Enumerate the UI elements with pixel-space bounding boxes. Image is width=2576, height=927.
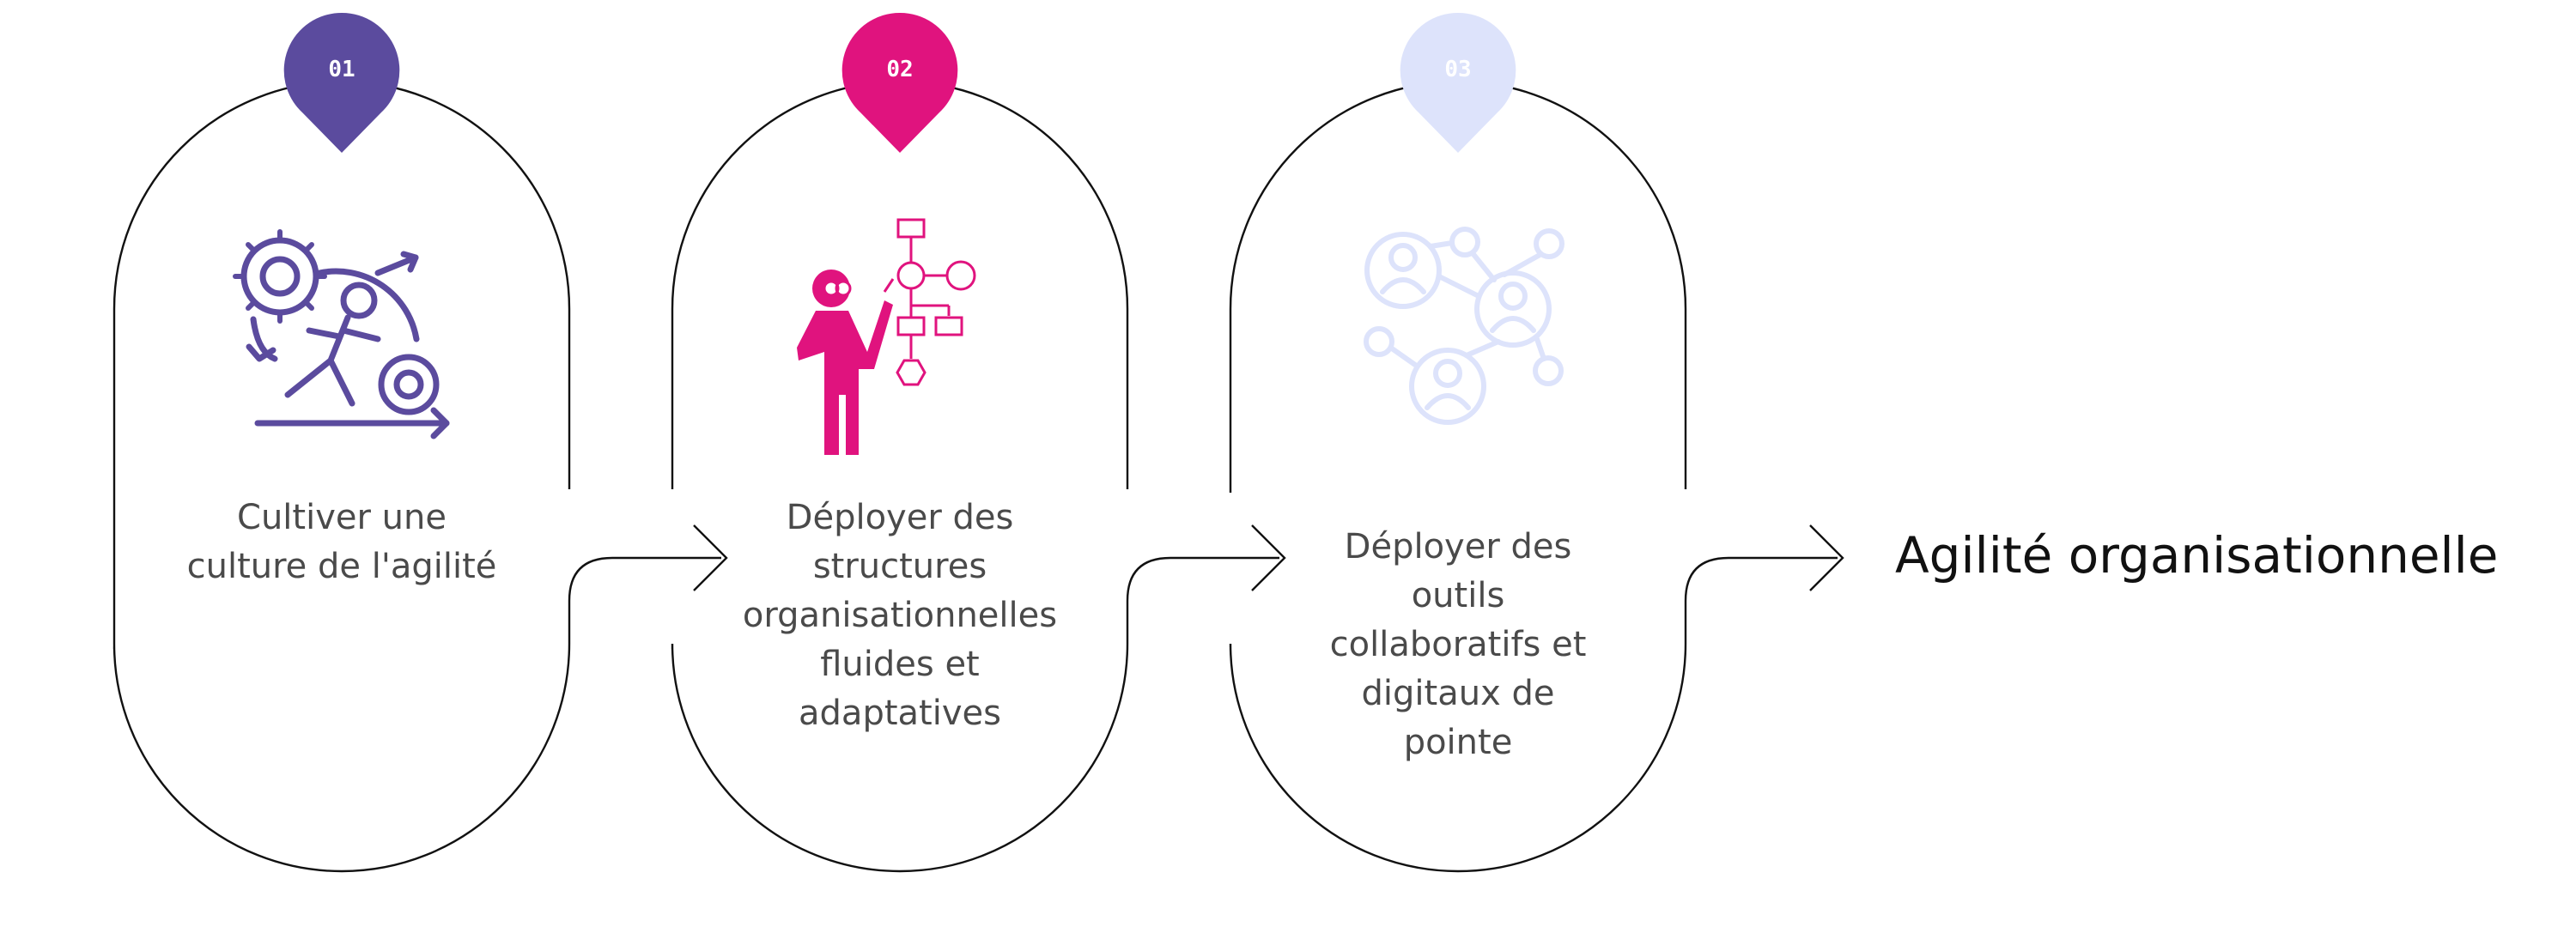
step-3-line-4: digitaux de xyxy=(1361,674,1555,713)
step-2-line-1: Déployer des xyxy=(786,498,1014,537)
step-2-line-2: structures xyxy=(812,547,987,586)
step-3-line-3: collaboratifs et xyxy=(1329,625,1587,664)
step-1-text: Cultiver une culture de l'agilité xyxy=(153,494,531,591)
step-3-text: Déployer des outils collaboratifs et dig… xyxy=(1269,523,1647,767)
step-2-line-3: organisationnelles xyxy=(742,596,1058,635)
step-2-line-5: adaptatives xyxy=(799,694,1001,733)
step-2-line-4: fluides et xyxy=(820,645,980,684)
step-3-line-5: pointe xyxy=(1403,723,1513,762)
step-badge-3 xyxy=(1400,12,1516,154)
step-3-line-1: Déployer des xyxy=(1344,527,1572,566)
step-number-1: 01 xyxy=(328,57,355,82)
outcome-label: Agilité organisationnelle xyxy=(1895,526,2499,585)
step-1-line-1: Cultiver une xyxy=(237,498,447,537)
step-number-3: 03 xyxy=(1444,57,1472,82)
presenter-flowchart-icon xyxy=(797,218,976,455)
step-number-2: 02 xyxy=(886,57,914,82)
step-badge-2 xyxy=(841,12,958,154)
agile-runner-icon xyxy=(233,229,450,439)
step-3-line-2: outils xyxy=(1411,576,1505,615)
people-network-icon xyxy=(1364,227,1564,425)
step-1-line-2: culture de l'agilité xyxy=(186,547,497,586)
step-2-text: Déployer des structures organisationnell… xyxy=(711,494,1089,738)
step-badge-1 xyxy=(283,12,400,154)
